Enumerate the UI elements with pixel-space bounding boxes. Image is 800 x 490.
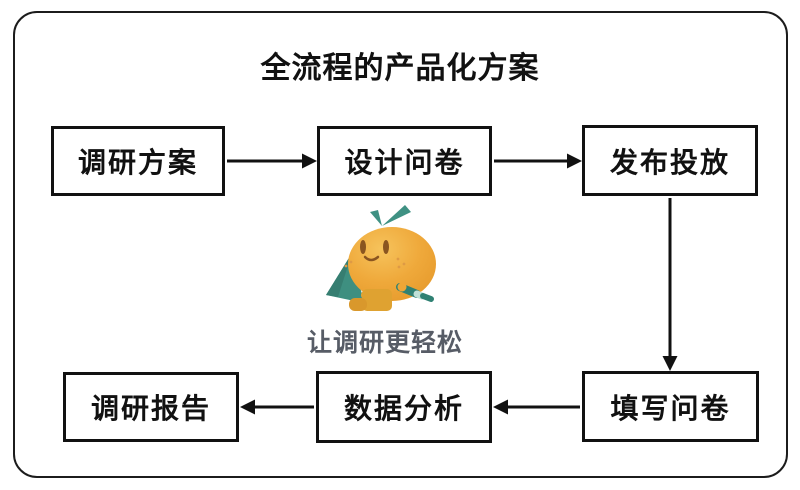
mascot-slogan: 让调研更轻松 — [306, 329, 463, 357]
flow-node-label: 调研方案 — [77, 147, 198, 178]
flow-node-data-analysis: 数据分析 — [316, 371, 492, 443]
flow-node-publish-distribute: 发布投放 — [582, 125, 758, 196]
flow-node-fill-questionnaire: 填写问卷 — [582, 371, 759, 442]
flow-node-research-report: 调研报告 — [63, 372, 239, 442]
flow-node-research-plan: 调研方案 — [51, 126, 225, 196]
diagram-title: 全流程的产品化方案 — [260, 52, 540, 85]
flow-node-label: 调研报告 — [90, 393, 211, 424]
outer-border — [13, 11, 788, 478]
flow-node-label: 设计问卷 — [344, 147, 465, 178]
flow-node-design-questionnaire: 设计问卷 — [317, 126, 492, 196]
flow-node-label: 数据分析 — [343, 393, 464, 424]
flow-node-label: 填写问卷 — [610, 392, 731, 424]
flow-node-label: 发布投放 — [609, 146, 730, 178]
